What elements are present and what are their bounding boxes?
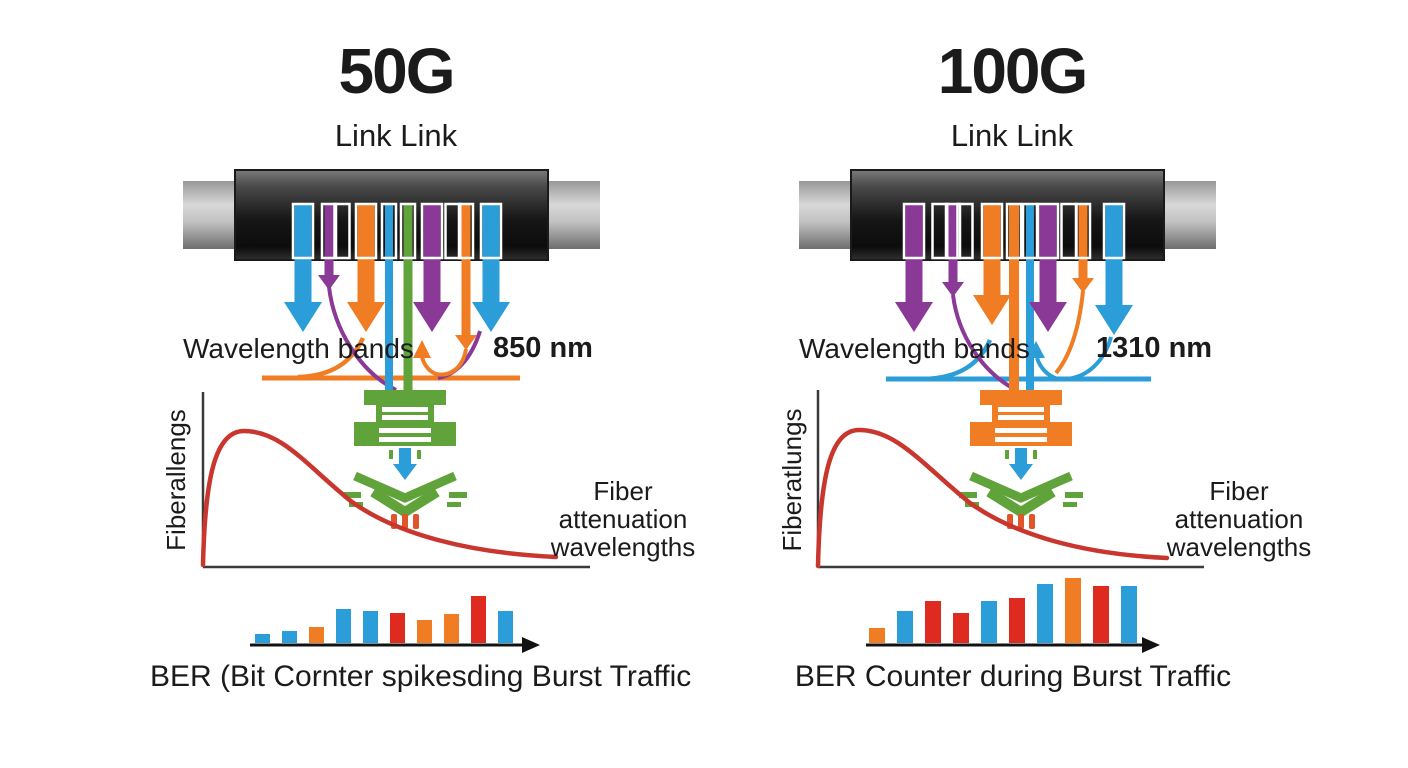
panel-100g: 100G Link Link Wavelength bands 1310 nm …	[766, 0, 1326, 768]
wavelength-value: 1310 nm	[1096, 332, 1213, 364]
fiber-axis-label: Fiberatlungs	[777, 408, 807, 552]
attenuation-note: Fiber attenuation wavelengths	[550, 476, 696, 562]
panel-subtitle: Link Link	[950, 118, 1074, 153]
fiber-slot	[354, 202, 378, 260]
ber-bar	[981, 601, 997, 643]
wavelength-arrow	[472, 203, 510, 332]
wavelength-arrows	[284, 202, 510, 393]
cylinder-right-cap	[1162, 181, 1216, 249]
wavelength-arrow	[973, 203, 1011, 325]
fiber-slot	[380, 202, 398, 260]
panel-50g-artwork	[183, 169, 600, 653]
attenuation-plot	[200, 392, 590, 569]
wavelength-line	[1009, 203, 1019, 393]
ber-bar	[498, 611, 513, 643]
ber-caption: BER (Bit Cornter spikesding Burst Traffi…	[150, 660, 692, 693]
fiber-slot	[944, 202, 962, 260]
ber-chart	[866, 578, 1160, 653]
attenuation-plot	[815, 390, 1204, 569]
cylinder-left-cap	[799, 181, 853, 249]
ber-bar	[953, 613, 969, 643]
wavelength-arrows	[895, 202, 1133, 393]
ber-bar	[1037, 584, 1053, 643]
fiber-slot	[902, 202, 926, 260]
ber-bar	[309, 627, 324, 643]
wavelength-line	[385, 203, 393, 393]
ber-bar	[363, 611, 378, 643]
fiber-slot	[320, 202, 338, 260]
fiber-slot	[980, 202, 1004, 260]
wavelength-arrow	[1095, 203, 1133, 335]
fiber-slot	[457, 202, 475, 260]
cylinder-left-cap	[183, 181, 237, 249]
ber-bar	[1121, 586, 1137, 643]
fiber-slot	[1102, 202, 1126, 260]
fiber-slot	[931, 202, 949, 260]
attenuation-curve	[815, 427, 1170, 569]
mux-connector-icon	[970, 390, 1072, 446]
down-arrow-icon	[1005, 448, 1037, 480]
ber-bar	[417, 620, 432, 643]
wavelength-arrow-thin	[455, 203, 477, 350]
ber-bar	[897, 611, 913, 643]
ber-bars	[869, 578, 1137, 643]
wavelength-arrow	[895, 203, 933, 332]
fiber-slot	[956, 202, 974, 260]
fiber-slot	[444, 202, 462, 260]
fiber-slot	[1036, 202, 1060, 260]
ber-axis-arrow-icon	[522, 637, 540, 653]
wavelength-value: 850 nm	[493, 332, 593, 364]
ber-caption: BER Counter during Burst Traffic	[794, 660, 1232, 693]
fiber-slot	[291, 202, 315, 260]
ber-bar	[336, 609, 351, 643]
down-arrow-icon	[389, 448, 421, 480]
ber-bar	[1009, 598, 1025, 643]
panel-100g-artwork	[799, 169, 1216, 653]
wavelength-arrow-thin	[942, 203, 964, 297]
cylinder-right-cap	[546, 181, 600, 249]
fiber-slot	[1005, 202, 1023, 260]
fiber-slot	[420, 202, 444, 260]
ber-bar	[444, 614, 459, 643]
panel-50g: 50G Link Link Wavelength bands 850 nm Fi…	[150, 0, 710, 768]
ber-bar	[390, 613, 405, 643]
fiber-slot	[333, 202, 351, 260]
wavelength-bands-label: Wavelength bands	[183, 333, 414, 364]
ber-bar	[1093, 586, 1109, 643]
fiber-slot	[399, 202, 417, 260]
panel-subtitle: Link Link	[334, 118, 458, 153]
wavelength-arrow	[347, 203, 385, 332]
ber-bar	[255, 634, 270, 643]
wavelength-bands-label: Wavelength bands	[799, 333, 1030, 364]
ber-chart	[250, 596, 540, 653]
up-arrow-icon	[413, 340, 431, 358]
ber-bar	[1065, 578, 1081, 643]
ber-bar	[471, 596, 486, 643]
fiber-axis-label: Fiberallengs	[161, 409, 191, 551]
wavelength-arrow	[413, 203, 451, 332]
wavelength-arrow-thin	[1072, 203, 1094, 293]
panel-title: 50G	[338, 35, 456, 107]
ber-bars	[255, 596, 513, 643]
wavelength-line	[1026, 203, 1034, 393]
mux-connector-icon	[354, 390, 456, 446]
attenuation-curve	[200, 428, 559, 568]
ber-bar	[925, 601, 941, 643]
ber-bar	[869, 628, 885, 643]
attenuation-note: Fiber attenuation wavelengths	[1166, 476, 1312, 562]
fiber-slot	[1074, 202, 1092, 260]
wavelength-arrow	[284, 203, 322, 332]
panel-title: 100G	[937, 35, 1089, 107]
ber-bar	[282, 631, 297, 643]
wavelength-line	[403, 203, 413, 393]
receiver-chevron-icon	[343, 471, 467, 518]
wavelength-arrow-thin	[318, 203, 340, 290]
wavelength-arrow	[1029, 203, 1067, 332]
ber-axis-arrow-icon	[1142, 637, 1160, 653]
fiber-slot	[479, 202, 503, 260]
